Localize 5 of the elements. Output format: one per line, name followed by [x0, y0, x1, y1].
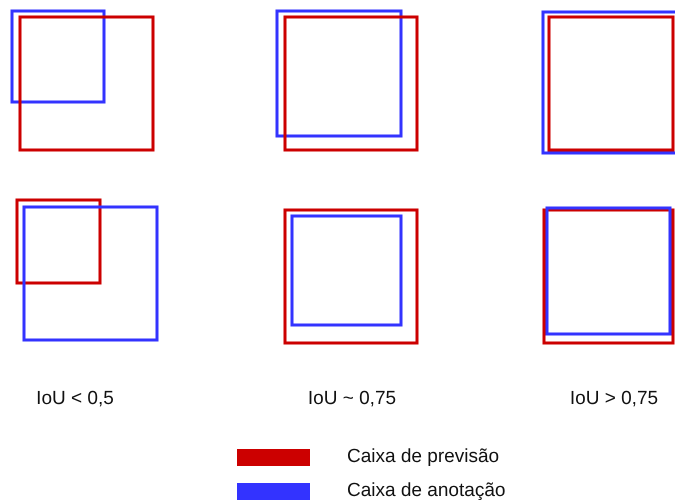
iou-label: IoU ~ 0,75 [308, 388, 396, 410]
iou-label: IoU < 0,5 [36, 388, 114, 410]
iou-label: IoU > 0,75 [570, 388, 658, 410]
legend-label: Caixa de previsão [347, 446, 500, 468]
legend-label: Caixa de anotação [347, 480, 506, 502]
